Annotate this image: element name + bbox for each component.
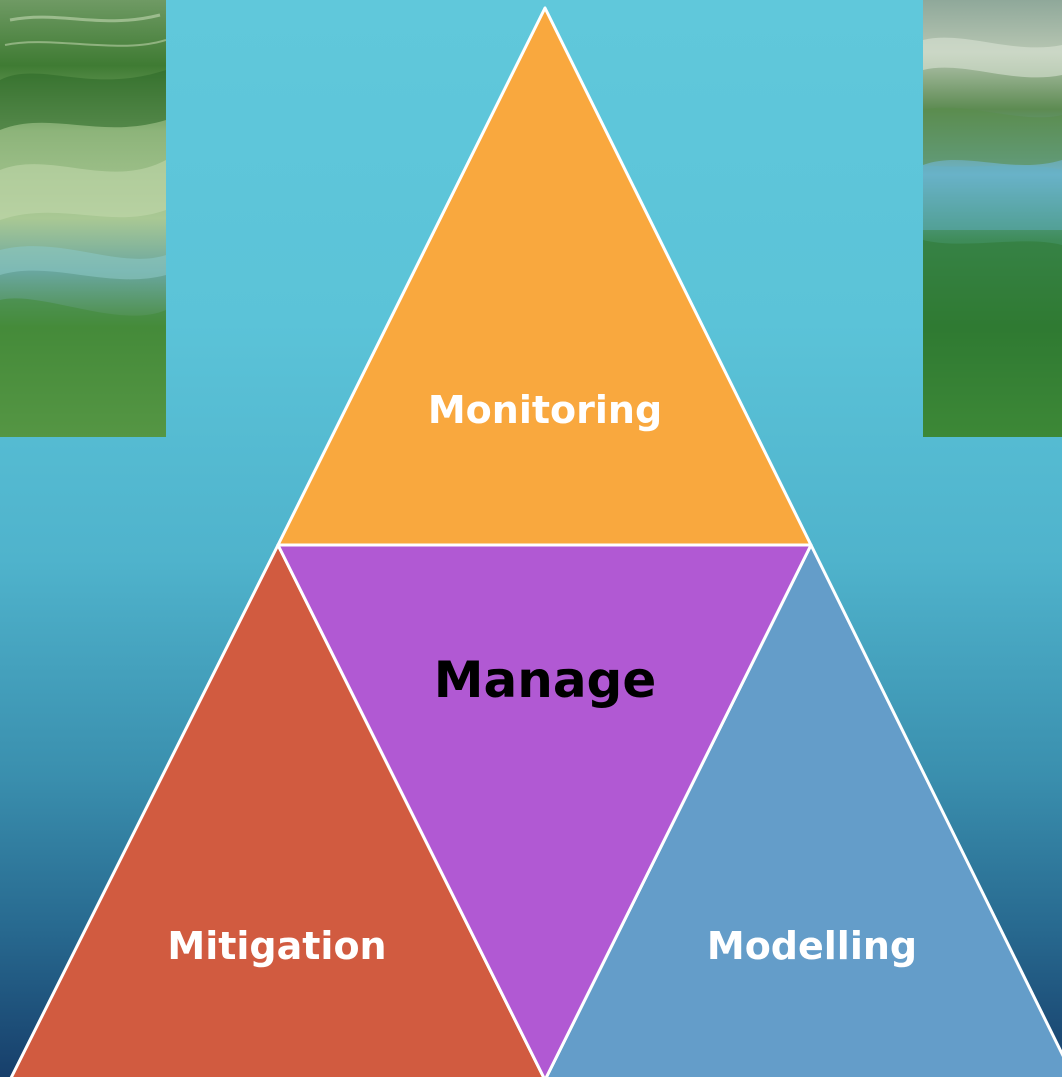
manage-triangle [276,543,813,1077]
mitigation-label: Mitigation [167,924,387,968]
lake-algae-photo-right [923,0,1062,437]
modelling-label: Modelling [706,924,918,968]
monitoring-triangle [276,6,813,547]
monitoring-label: Monitoring [427,388,663,432]
manage-label: Manage [433,651,657,709]
lake-algae-photo-left [0,0,166,437]
